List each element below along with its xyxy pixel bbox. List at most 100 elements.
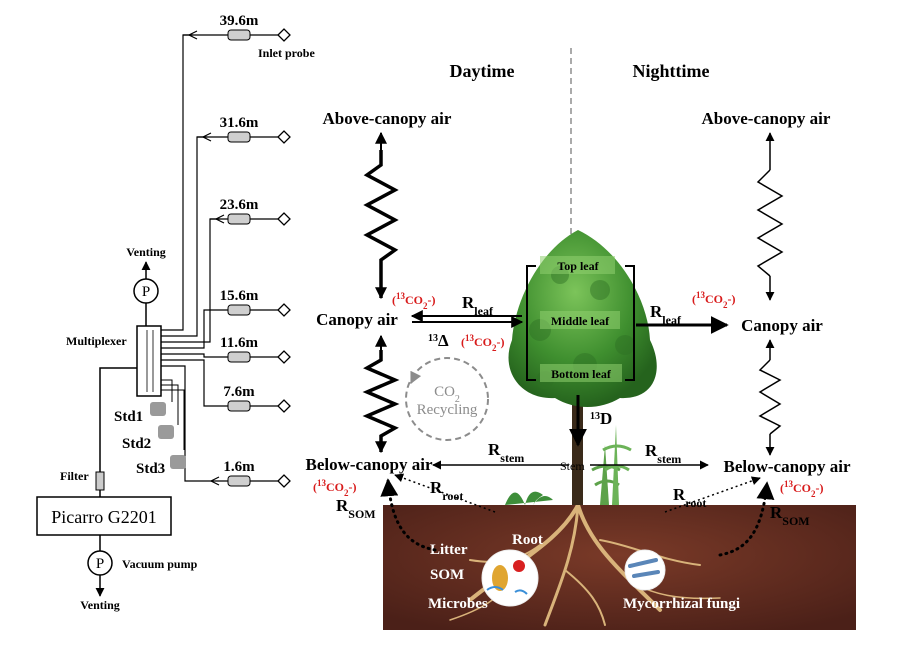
r-root-night-label: Rroot xyxy=(673,485,706,510)
r-leaf-day-label: Rleaf xyxy=(462,293,494,318)
inlet-height-label: 23.6m xyxy=(220,197,259,213)
middle-leaf-label: Middle leaf xyxy=(551,314,610,328)
filter-label: Filter xyxy=(60,469,89,483)
inlet-row: 23.6m xyxy=(210,197,291,226)
nighttime-title: Nighttime xyxy=(633,61,710,81)
inlet-height-label: 11.6m xyxy=(220,335,258,351)
inlet-probe-icon xyxy=(277,350,291,364)
above-canopy-day-label: Above-canopy air xyxy=(323,109,452,128)
filter-icon xyxy=(95,471,105,491)
inlet-tubing xyxy=(161,34,224,482)
microbe-icon xyxy=(492,565,508,591)
resistance-day-upper xyxy=(363,150,399,298)
inlet-height-label: 39.6m xyxy=(220,13,259,29)
inlet-probe-label: Inlet probe xyxy=(258,46,315,60)
inlet-filter-icon xyxy=(227,213,251,225)
inlet-row: 31.6m xyxy=(197,115,291,144)
isotope-tag-below-night: (13CO2-) xyxy=(780,479,824,499)
inlet-row: 1.6m xyxy=(205,459,291,488)
inlet-probe-icon xyxy=(277,474,291,488)
inlet-rows: 39.6m 31.6m 23.6m 15.6m 11.6m 7.6m 1.6m xyxy=(183,13,291,488)
pump-label-bottom: P xyxy=(96,556,104,572)
microbe-icon-red xyxy=(513,560,525,572)
below-canopy-day-label: Below-canopy air xyxy=(305,455,432,474)
above-canopy-night-label: Above-canopy air xyxy=(702,109,831,128)
inlet-probe-icon xyxy=(277,130,291,144)
analyzer-label: Picarro G2201 xyxy=(51,507,156,527)
isotope-tag-below-day: (13CO2-) xyxy=(313,478,357,498)
13d-label: 13D xyxy=(590,409,612,428)
sampling-system: Multiplexer P Venting Filter Picarro G22… xyxy=(36,13,315,612)
fungi-icon xyxy=(628,558,660,578)
std3-icon xyxy=(170,455,186,469)
litter-label: Litter xyxy=(430,542,468,558)
r-som-night-label: RSOM xyxy=(770,503,810,528)
resistance-night-upper xyxy=(756,169,784,277)
inlet-row: 11.6m xyxy=(220,335,291,364)
r-stem-night-label: Rstem xyxy=(645,441,681,466)
bracket-right xyxy=(625,265,635,381)
inlet-height-label: 15.6m xyxy=(220,288,259,304)
inlet-row: 7.6m xyxy=(223,384,291,413)
resistance-night-lower xyxy=(758,359,782,435)
inlet-filter-icon xyxy=(227,29,251,41)
pump-label-top: P xyxy=(142,284,150,300)
r-stem-day-label: Rstem xyxy=(488,440,524,465)
standard-cylinders: Std1 Std2 Std3 xyxy=(114,379,186,477)
inlet-filter-icon xyxy=(227,475,251,487)
stem-label: Stem xyxy=(560,459,585,473)
fungi-label: Mycorrhizal fungi xyxy=(623,596,740,612)
isotope-tag-delta: (13CO2-) xyxy=(461,333,505,353)
multiplexer-label: Multiplexer xyxy=(66,334,127,348)
svg-text:(13CO2-): (13CO2-) xyxy=(313,478,357,498)
inlet-probe-icon xyxy=(277,303,291,317)
inlet-filter-icon xyxy=(227,304,251,316)
daytime-title: Daytime xyxy=(450,61,515,81)
isotope-tag-canopy-night: (13CO2-) xyxy=(692,290,736,310)
inlet-filter-icon xyxy=(227,351,251,363)
inlet-row: 15.6m xyxy=(220,288,291,317)
inlet-height-label: 1.6m xyxy=(223,459,255,475)
below-canopy-night-label: Below-canopy air xyxy=(723,457,850,476)
bracket-left xyxy=(526,265,536,381)
r-som-day-label: RSOM xyxy=(336,496,376,521)
bottom-leaf-label: Bottom leaf xyxy=(551,367,612,381)
inlet-probe-icon xyxy=(277,28,291,42)
inlet-height-label: 7.6m xyxy=(223,384,255,400)
vacuum-pump-label: Vacuum pump xyxy=(122,557,198,571)
inlet-probe-icon xyxy=(277,212,291,226)
microbes-circle xyxy=(481,549,539,607)
som-soil-label: SOM xyxy=(430,567,464,583)
inlet-filter-icon xyxy=(227,400,251,412)
root-label: Root xyxy=(512,532,543,548)
svg-text:(13CO2-): (13CO2-) xyxy=(392,291,436,311)
recycling-label: Recycling xyxy=(417,402,478,418)
std1-label: Std1 xyxy=(114,409,143,425)
fungi-circle xyxy=(624,549,666,591)
top-leaf-label: Top leaf xyxy=(557,259,599,273)
inlet-height-label: 31.6m xyxy=(220,115,259,131)
std2-icon xyxy=(158,425,174,439)
resistance-day-lower xyxy=(362,350,400,452)
multiplexer-ticks xyxy=(146,330,154,392)
co2-label: CO2 xyxy=(434,384,460,405)
r-root-day-label: Rroot xyxy=(430,478,463,503)
std3-label: Std3 xyxy=(136,461,165,477)
r-leaf-night-label: Rleaf xyxy=(650,302,682,327)
analyzer-box xyxy=(36,496,172,536)
co2-recycling-loop xyxy=(405,357,489,441)
venting-bottom-label: Venting xyxy=(80,598,120,612)
std1-icon xyxy=(150,402,166,416)
inlet-filter-icon xyxy=(227,131,251,143)
std2-label: Std2 xyxy=(122,436,151,452)
canopy-air-night-label: Canopy air xyxy=(741,316,823,335)
multiplexer-box xyxy=(136,325,162,397)
isotope-tag-canopy-day: (13CO2-) xyxy=(392,291,436,311)
canopy-air-day-label: Canopy air xyxy=(316,310,398,329)
inlet-probe-icon xyxy=(277,399,291,413)
microbes-label: Microbes xyxy=(428,596,488,612)
venting-top-label: Venting xyxy=(126,245,166,259)
inlet-row: 39.6m xyxy=(183,13,291,42)
